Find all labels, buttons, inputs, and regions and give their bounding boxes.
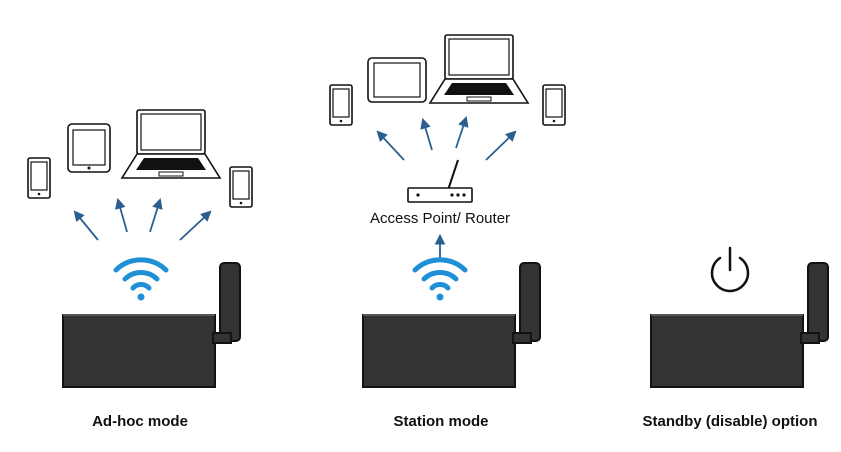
- gateway-device: [62, 262, 241, 388]
- phone-icon: [27, 157, 51, 199]
- panel-standby: Standby (disable) option: [643, 246, 829, 430]
- tablet-icon: [367, 57, 427, 103]
- laptop-icon: [121, 109, 221, 179]
- caption-standby: Standby (disable) option: [643, 413, 818, 430]
- gateway-device: [362, 262, 541, 388]
- gateway-device: [650, 262, 829, 388]
- panel-station: Access Point/ Router Station mode: [329, 34, 566, 430]
- caption-station: Station mode: [393, 413, 488, 430]
- laptop-icon: [429, 34, 529, 104]
- power-icon: [710, 246, 750, 293]
- phone-icon: [329, 84, 353, 126]
- phone-icon: [229, 166, 253, 208]
- panel-adhoc: Ad-hoc mode: [27, 109, 253, 430]
- router-icon: [407, 159, 473, 203]
- phone-icon: [542, 84, 566, 126]
- broadcast-arrows: [376, 115, 517, 161]
- caption-adhoc: Ad-hoc mode: [92, 413, 188, 430]
- tablet-icon: [67, 123, 111, 173]
- wifi-icon: [415, 260, 465, 301]
- broadcast-arrows: [73, 197, 212, 241]
- router-label: Access Point/ Router: [370, 210, 510, 227]
- wifi-icon: [116, 260, 166, 301]
